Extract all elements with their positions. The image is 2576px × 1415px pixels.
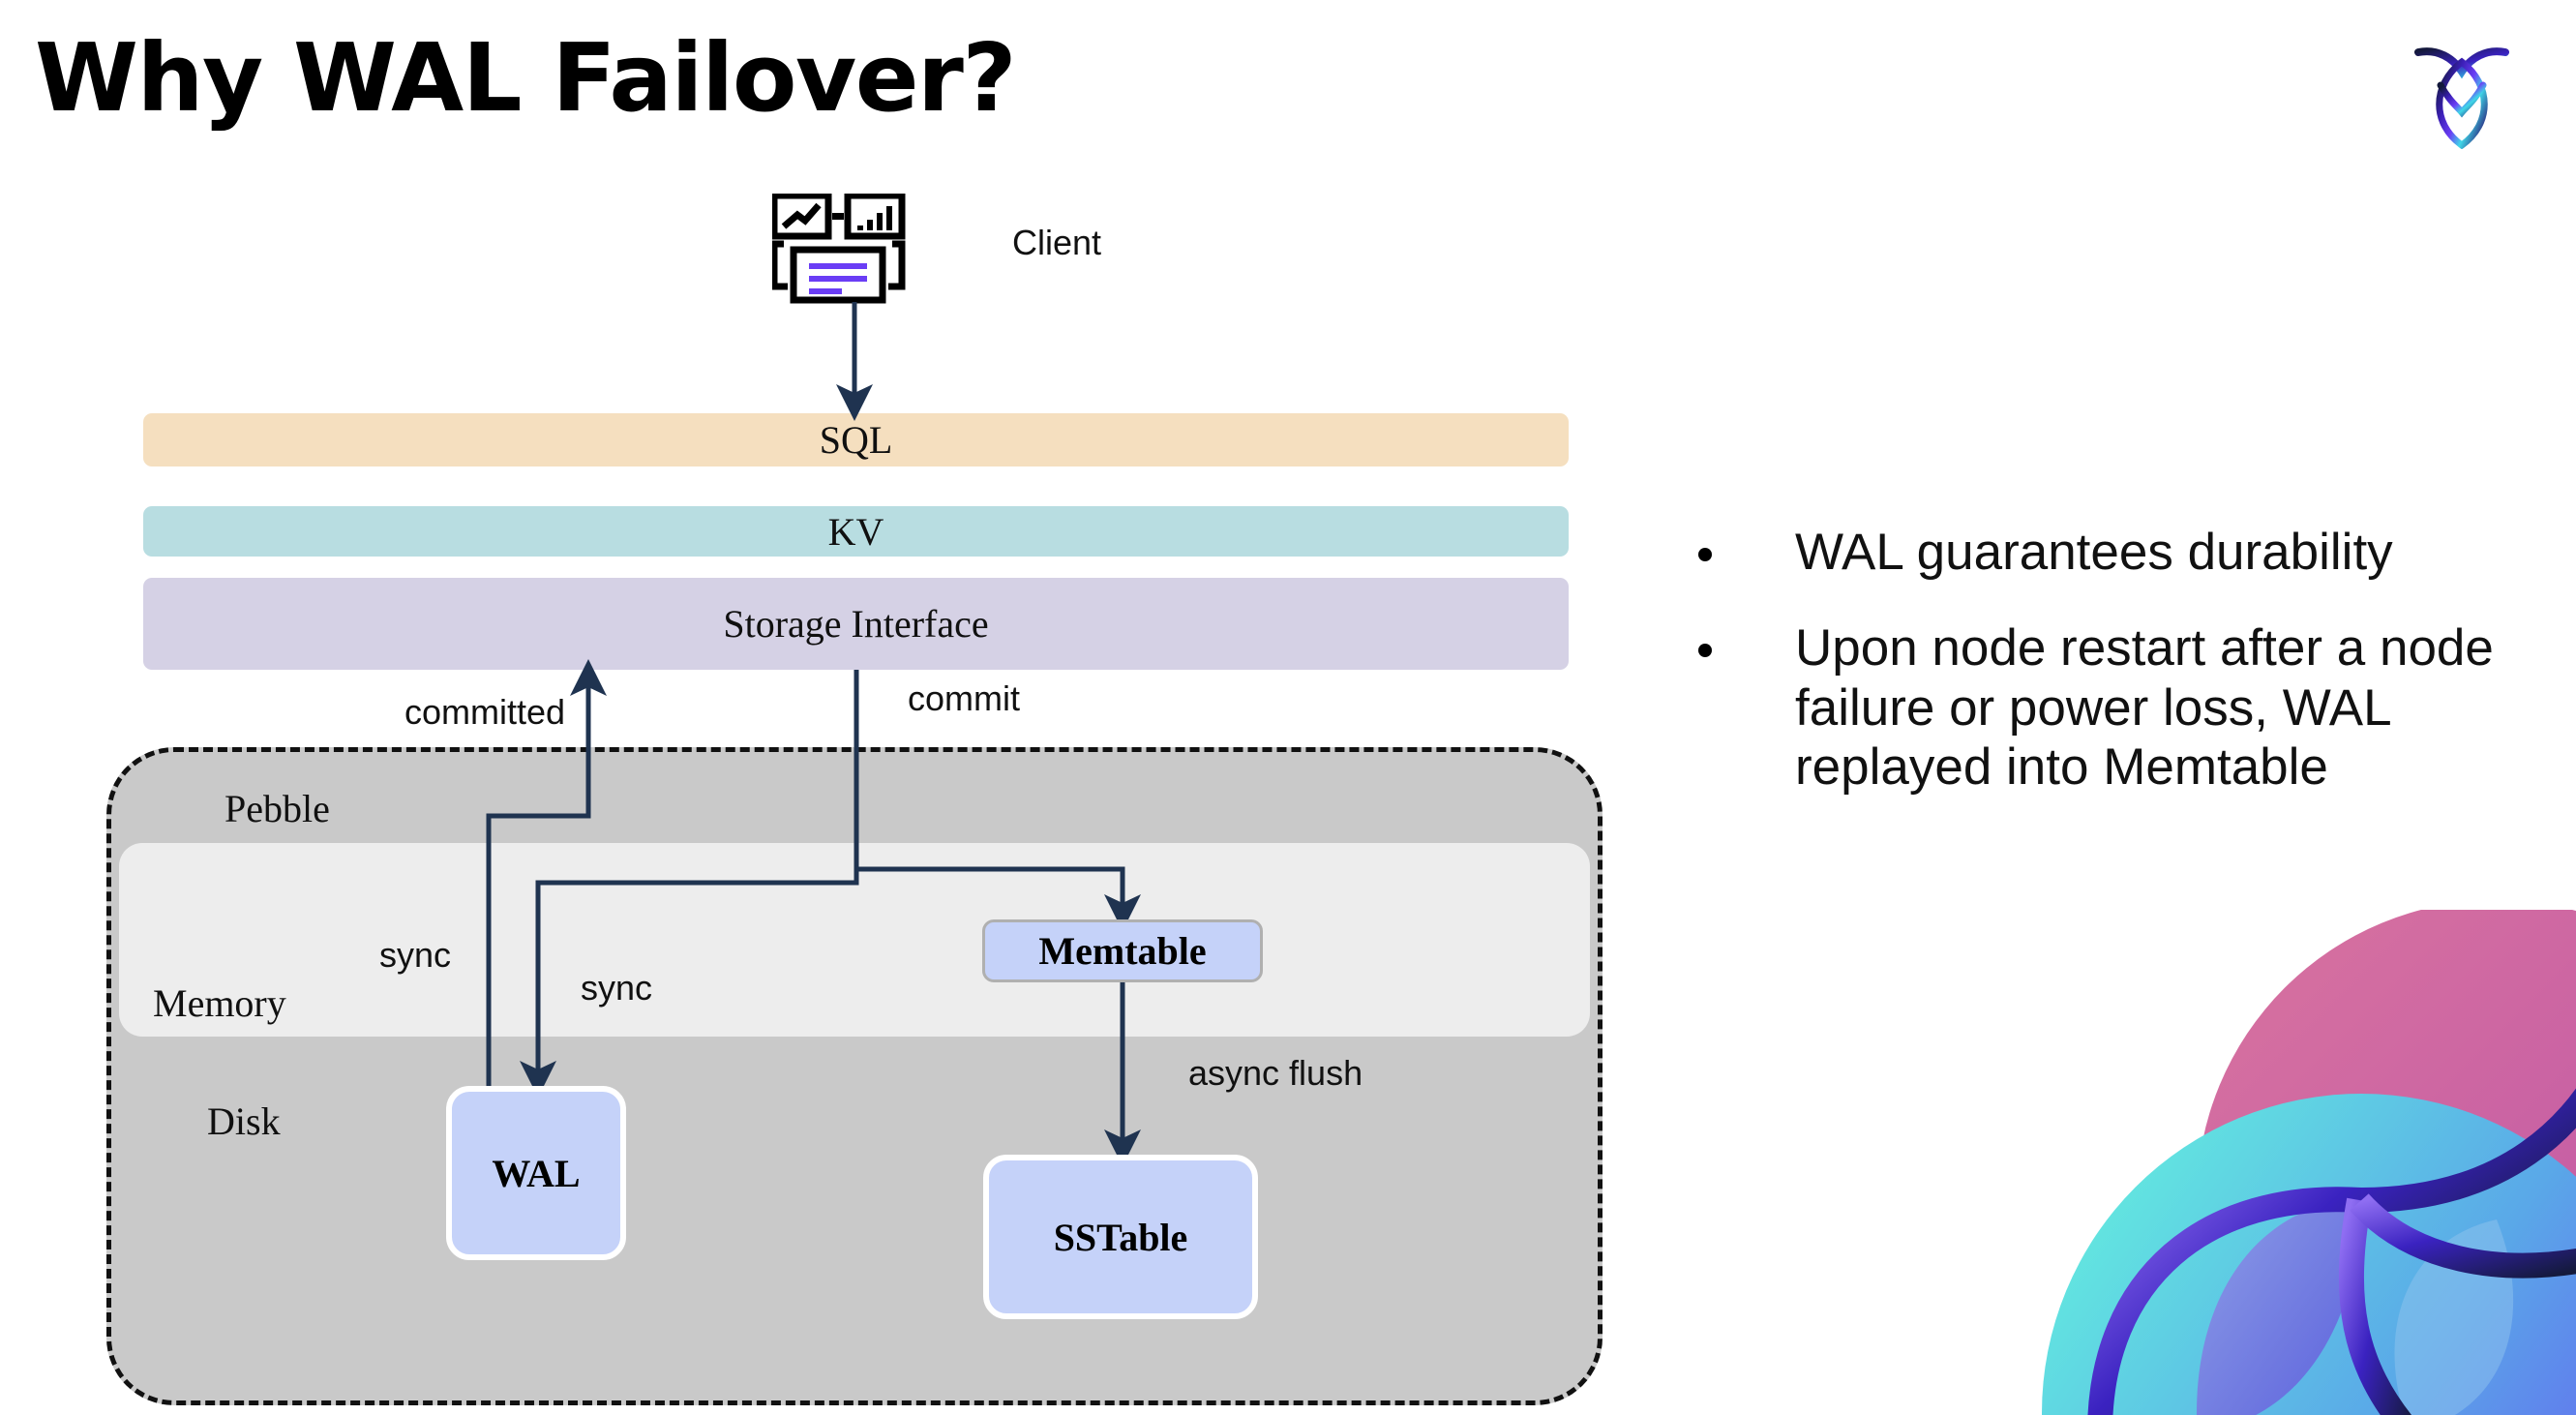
- node-wal-label: WAL: [492, 1151, 581, 1195]
- stack-bar-sql-label: SQL: [819, 418, 893, 462]
- stack-bar-storage-interface: Storage Interface: [143, 578, 1569, 670]
- node-memtable-label: Memtable: [1038, 929, 1207, 973]
- edge-label-commit: commit: [908, 678, 1020, 718]
- bullet-dot-icon: [1698, 548, 1712, 561]
- bullet-text: Upon node restart after a node failure o…: [1795, 619, 2494, 797]
- node-wal: WAL: [446, 1086, 626, 1260]
- client-label: Client: [1012, 223, 1102, 262]
- edge-label-committed: committed: [404, 692, 566, 732]
- stack-bar-storage-label: Storage Interface: [723, 602, 989, 646]
- stack-bar-kv-label: KV: [827, 509, 884, 554]
- disk-label: Disk: [207, 1099, 281, 1143]
- stack-bar-kv: KV: [143, 506, 1569, 557]
- stack-bar-sql: SQL: [143, 413, 1569, 467]
- node-memtable: Memtable: [982, 919, 1263, 982]
- cockroachdb-watermark-graphic: [1955, 910, 2576, 1415]
- list-item: WAL guarantees durability: [1698, 523, 2531, 582]
- node-sstable-label: SSTable: [1053, 1215, 1188, 1259]
- bullet-list: WAL guarantees durability Upon node rest…: [1698, 523, 2531, 834]
- edge-label-sync-a: sync: [379, 935, 452, 975]
- edge-label-async-flush: async flush: [1188, 1053, 1363, 1093]
- list-item: Upon node restart after a node failure o…: [1698, 618, 2531, 797]
- pebble-label: Pebble: [225, 787, 330, 830]
- cockroachdb-logo-icon: [2409, 31, 2515, 150]
- client-monitor-icon: [770, 192, 927, 305]
- memory-label: Memory: [153, 981, 286, 1025]
- bullet-dot-icon: [1698, 644, 1712, 658]
- memory-region: [119, 843, 1590, 1037]
- node-sstable: SSTable: [983, 1155, 1258, 1319]
- page-title: Why WAL Failover?: [35, 23, 1017, 133]
- edge-label-sync-b: sync: [581, 968, 653, 1008]
- bullet-text: WAL guarantees durability: [1795, 524, 2393, 581]
